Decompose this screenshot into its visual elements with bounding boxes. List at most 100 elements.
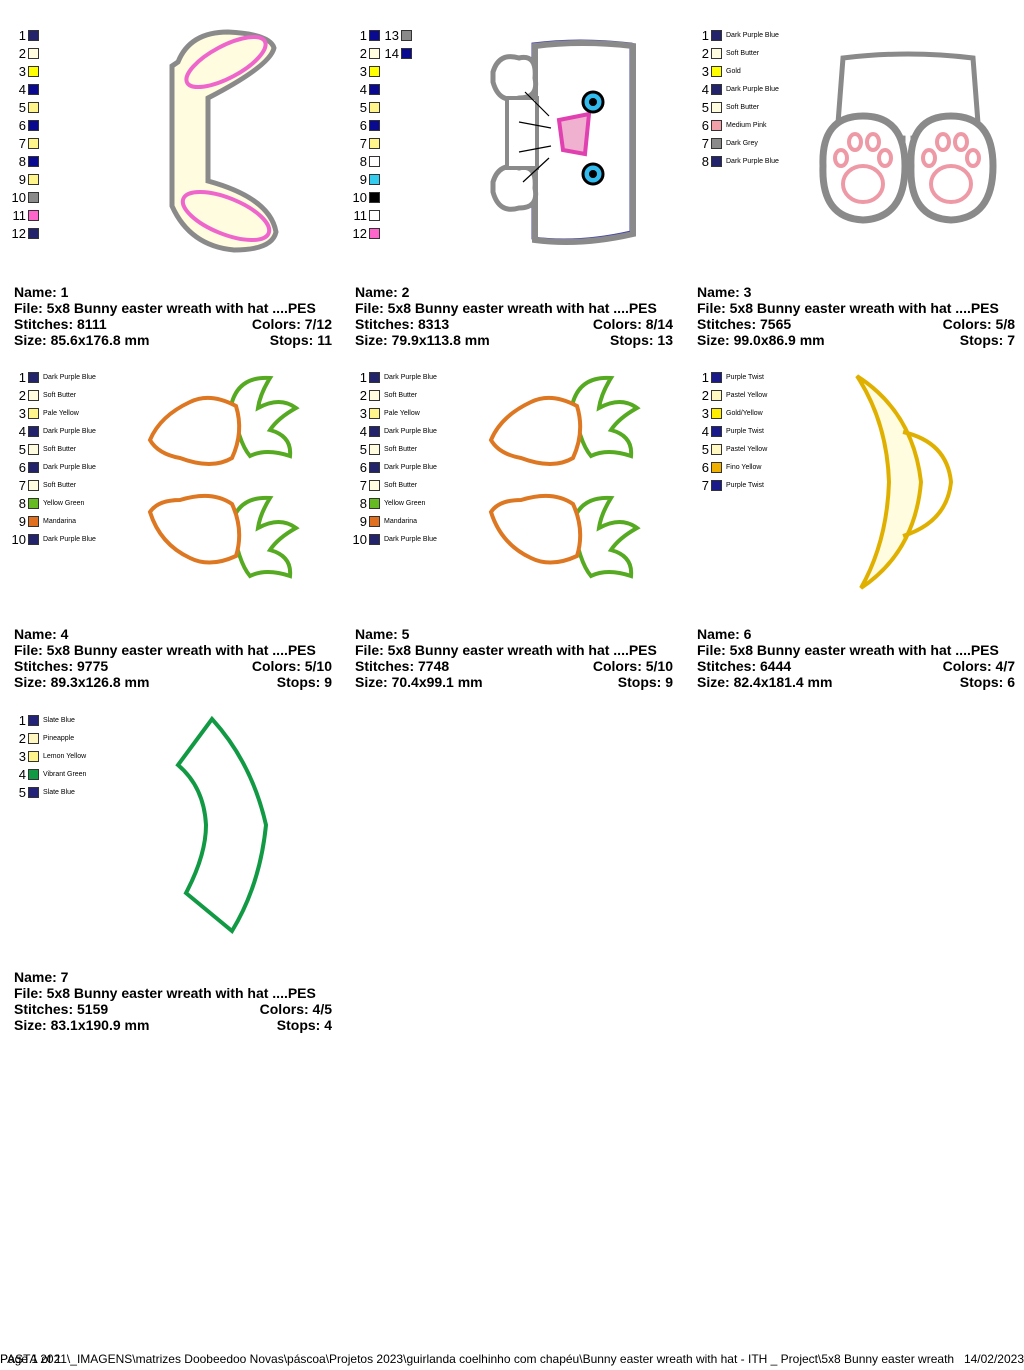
swatch-number: 9	[18, 513, 26, 529]
swatch-number: 4	[701, 81, 709, 97]
color-swatch-row: 6	[0, 116, 39, 134]
color-swatch-row: 2	[0, 44, 39, 62]
design-size: Size: 70.4x99.1 mm	[355, 674, 483, 690]
swatch-number: 3	[359, 405, 367, 421]
footer-page: Page 1 of 1	[0, 1352, 62, 1366]
carrot-top	[488, 395, 583, 466]
swatch-number: 5	[701, 99, 709, 115]
thread-name: Mandarina	[384, 517, 418, 525]
thread-name: Dark Purple Blue	[43, 373, 96, 381]
thread-name: Pineapple	[43, 734, 75, 742]
swatch-number: 7	[18, 477, 26, 493]
design-preview-carrots	[147, 375, 300, 579]
swatch-number: 14	[384, 45, 399, 61]
color-swatch	[711, 461, 722, 473]
thread-name: Yellow Green	[43, 499, 85, 507]
design-colors: Colors: 4/5	[259, 1001, 332, 1017]
footer-path: PASTA 2021\_IMAGENS\matrizes Doobeedoo N…	[0, 1352, 955, 1366]
color-swatch-row: 3	[0, 62, 39, 80]
thread-name: Soft Butter	[726, 103, 760, 111]
swatch-number: 6	[18, 117, 26, 133]
thread-name: Gold	[726, 67, 741, 75]
color-swatch	[28, 497, 39, 509]
color-swatch	[28, 515, 39, 527]
swatch-number: 9	[18, 171, 26, 187]
color-swatch	[369, 407, 380, 419]
swatch-number: 2	[701, 387, 709, 403]
design-name: Name: 1	[14, 284, 69, 300]
thread-name: Vibrant Green	[43, 770, 87, 778]
page-footer: PASTA 2021\_IMAGENS\matrizes Doobeedoo N…	[0, 1352, 1024, 1366]
swatch-number: 10	[11, 531, 26, 547]
design-stitches: Stitches: 8313	[355, 316, 450, 332]
swatch-number: 8	[18, 153, 26, 169]
thread-name: Dark Purple Blue	[384, 535, 437, 543]
swatch-number: 11	[353, 207, 368, 223]
design-stitches: Stitches: 5159	[14, 1001, 109, 1017]
design-info: Name: 7 File: 5x8 Bunny easter wreath wi…	[14, 969, 332, 1033]
color-swatch	[369, 209, 380, 221]
design-stitches: Stitches: 9775	[14, 658, 109, 674]
color-swatch	[28, 425, 39, 437]
color-swatch	[711, 155, 722, 167]
color-swatch-row: 4	[0, 80, 39, 98]
color-swatch	[401, 47, 412, 59]
color-swatch-row: 13	[371, 26, 412, 44]
design-name: Name: 5	[355, 626, 410, 642]
color-swatch-row: 3	[341, 62, 380, 80]
thread-name: Soft Butter	[726, 49, 760, 57]
design-preview-hat-band	[175, 715, 269, 935]
color-swatch	[28, 29, 39, 41]
swatch-number: 2	[18, 730, 26, 746]
color-swatch	[28, 137, 39, 149]
thread-name: Pale Yellow	[43, 409, 79, 417]
design-info: Name: 2 File: 5x8 Bunny easter wreath wi…	[355, 284, 673, 348]
swatch-number: 2	[359, 387, 367, 403]
color-swatch	[369, 101, 380, 113]
color-swatch	[369, 227, 380, 239]
design-name: Name: 4	[14, 626, 69, 642]
thread-name: Pastel Yellow	[726, 391, 768, 399]
thread-name: Medium Pink	[726, 121, 767, 129]
color-swatch	[28, 83, 39, 95]
color-swatch	[369, 371, 380, 383]
design-name: Name: 2	[355, 284, 410, 300]
design-info: Name: 3 File: 5x8 Bunny easter wreath wi…	[697, 284, 1015, 348]
color-swatch	[28, 47, 39, 59]
color-swatch	[28, 786, 39, 798]
design-stitches: Stitches: 7565	[697, 316, 792, 332]
thread-name: Dark Purple Blue	[43, 463, 96, 471]
thread-name: Fino Yellow	[726, 463, 762, 471]
design-size: Size: 79.9x113.8 mm	[355, 332, 490, 348]
swatch-number: 7	[18, 135, 26, 151]
color-swatch	[711, 389, 722, 401]
swatch-number: 5	[359, 99, 367, 115]
color-swatch-row: 12	[0, 224, 39, 242]
design-stops: Stops: 9	[276, 674, 332, 690]
thread-name: Slate Blue	[43, 716, 75, 724]
color-swatch-row: 4	[341, 80, 380, 98]
swatch-number: 5	[18, 441, 26, 457]
color-swatch-row: 10	[0, 188, 39, 206]
color-swatch	[369, 515, 380, 527]
color-swatch	[401, 29, 412, 41]
swatch-number: 4	[18, 423, 26, 439]
thread-name: Purple Twist	[726, 481, 764, 489]
design-preview-ears	[169, 29, 279, 253]
